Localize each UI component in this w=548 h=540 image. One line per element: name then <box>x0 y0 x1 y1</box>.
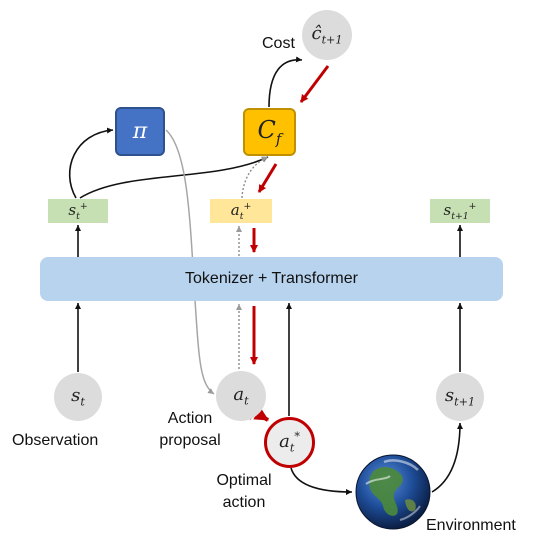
action-token-box: at+ <box>210 199 272 223</box>
observation-symbol: st <box>71 385 85 409</box>
red-arrow-cost-to-cost-fn <box>299 65 330 103</box>
action-proposal-node: at <box>216 371 266 421</box>
earth-globe-icon <box>355 454 431 530</box>
dotted-arrow-at-plus-to-cost-fn <box>241 156 269 199</box>
action-token-symbol: at+ <box>230 200 252 222</box>
next-state-node: st+1 <box>436 373 484 421</box>
cost-label: Cost <box>262 35 295 52</box>
next-state-token-symbol: st+1+ <box>443 200 477 222</box>
observation-node: st <box>54 373 102 421</box>
arrow-cost-fn-to-cost <box>268 56 303 108</box>
tokenizer-transformer-block: Tokenizer + Transformer <box>40 257 503 301</box>
observation-label: Observation <box>12 432 99 449</box>
next-state-symbol: st+1 <box>444 385 476 409</box>
cost-node: ĉt+1 <box>302 10 352 60</box>
red-arrow-cost-fn-to-at-plus <box>257 163 278 193</box>
state-token-box: st+ <box>48 199 108 223</box>
cost-function-symbol: Cf <box>257 116 282 148</box>
transformer-label: Tokenizer + Transformer <box>185 270 358 287</box>
cost-function-box: Cf <box>243 108 296 156</box>
cost-symbol: ĉt+1 <box>311 23 343 47</box>
arrow-at-star-to-environment <box>290 467 353 495</box>
arrow-st-plus-to-cost-fn <box>79 156 269 199</box>
arrow-environment-to-st1 <box>431 422 463 493</box>
optimal-action-symbol: at* <box>279 430 300 455</box>
arrow-st-plus-to-policy <box>68 127 114 199</box>
environment-label: Environment <box>426 517 516 534</box>
next-state-token-box: st+1+ <box>430 199 490 223</box>
action-proposal-symbol: at <box>233 384 249 408</box>
policy-symbol: π <box>132 119 148 144</box>
policy-box: π <box>115 107 165 156</box>
state-token-symbol: st+ <box>68 200 88 222</box>
optimal-action-node: at* <box>264 417 315 468</box>
